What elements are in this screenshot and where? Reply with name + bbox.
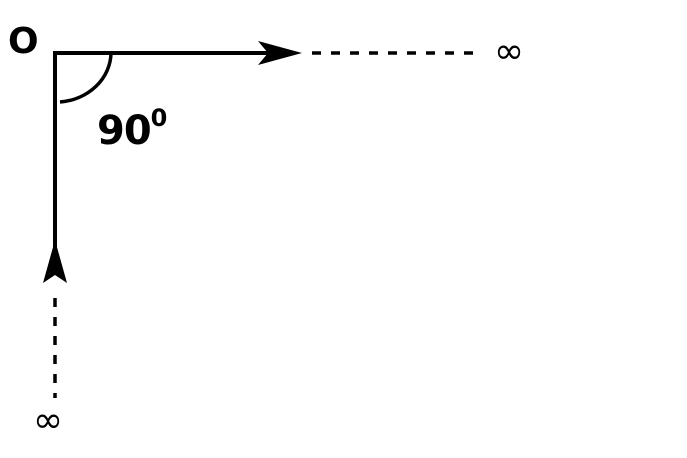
up-arrowhead <box>43 240 67 283</box>
infinity-right-label: ∞ <box>494 31 524 72</box>
angle-arc <box>59 52 113 104</box>
angle-superscript: 0 <box>150 104 168 132</box>
origin-label: O <box>8 21 39 62</box>
right-arrowhead <box>258 41 302 65</box>
angle-value: 90 <box>97 108 152 154</box>
infinity-bottom-label: ∞ <box>33 400 63 441</box>
angle-label: 900 <box>97 104 168 154</box>
